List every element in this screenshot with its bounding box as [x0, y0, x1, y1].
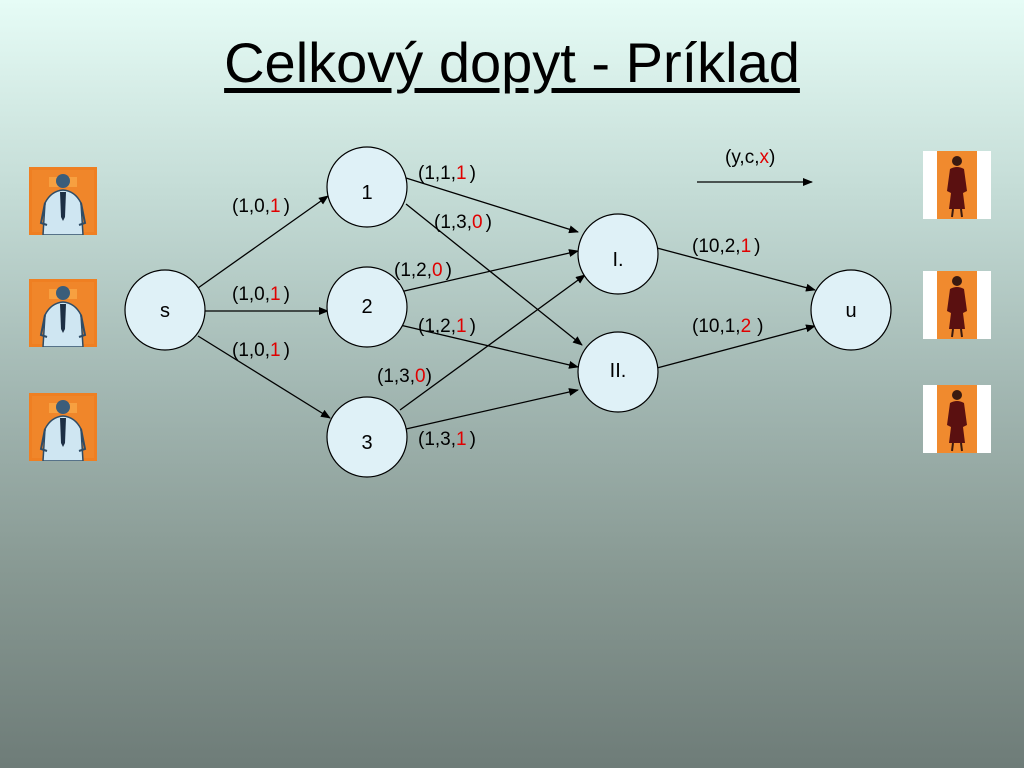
svg-text:(1,0,1): (1,0,1): [232, 196, 290, 217]
edge-s-3: (1,0,1): [197, 335, 331, 419]
svg-text:(10,2,1): (10,2,1): [692, 236, 761, 257]
svg-text:(1,0,1): (1,0,1): [232, 284, 290, 305]
legend-label: (y,c,x): [725, 147, 775, 168]
svg-text:(1,2,0): (1,2,0): [394, 260, 452, 281]
node-I: I.: [577, 213, 659, 295]
node-2: 2: [326, 266, 408, 348]
woman-icon: [923, 271, 991, 339]
svg-text:s: s: [160, 300, 170, 322]
man-icon: [29, 167, 97, 236]
edge-2-I: (1,2,0): [394, 249, 579, 293]
woman-icon: [923, 385, 991, 453]
svg-text:(1,0,1): (1,0,1): [232, 340, 290, 361]
edge-3-I: (1,3,0): [377, 274, 586, 411]
svg-text:3: 3: [361, 432, 372, 454]
edge-I-u: (10,2,1): [656, 236, 816, 292]
svg-text:(1,2,1): (1,2,1): [418, 316, 476, 337]
edge-1-II: (1,3,0): [405, 203, 583, 346]
svg-text:(1,1,1): (1,1,1): [418, 163, 476, 184]
edge-s-2: (1,0,1): [205, 284, 329, 315]
man-icon: [29, 279, 97, 348]
edge-s-1: (1,0,1): [197, 195, 329, 289]
slide-title: Celkový dopyt - Príklad: [224, 31, 800, 94]
svg-text:(1,3,0): (1,3,0): [434, 212, 492, 233]
svg-text:(1,3,0): (1,3,0): [377, 366, 432, 387]
edge-2-II: (1,2,1): [399, 316, 579, 369]
svg-text:2: 2: [361, 296, 372, 318]
man-icon: [29, 393, 97, 462]
svg-text:I.: I.: [612, 249, 623, 271]
edge-3-II: (1,3,1): [405, 388, 579, 450]
edge-1-I: (1,1,1): [405, 163, 579, 234]
node-u: u: [810, 269, 892, 351]
node-II: II.: [577, 331, 659, 413]
edge-II-u: (10,1,2): [656, 316, 816, 369]
svg-text:II.: II.: [610, 360, 627, 382]
svg-text:1: 1: [361, 182, 372, 204]
node-3: 3: [326, 396, 408, 478]
svg-text:u: u: [845, 300, 856, 322]
node-s: s: [124, 269, 206, 351]
svg-text:(10,1,2): (10,1,2): [692, 316, 764, 337]
node-1: 1: [326, 146, 408, 228]
svg-text:(1,3,1): (1,3,1): [418, 429, 476, 450]
woman-icon: [923, 151, 991, 219]
